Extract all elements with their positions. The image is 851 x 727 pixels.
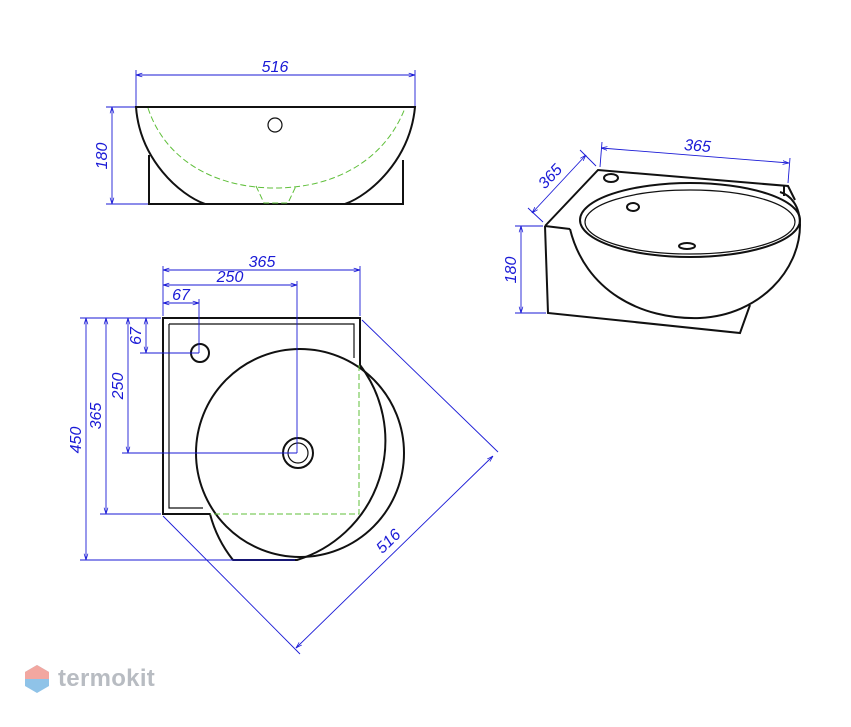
isometric-view: 365 365 180 <box>503 137 802 335</box>
dim-plan-depth: 450 <box>68 427 85 454</box>
front-view: 516 180 <box>94 59 417 205</box>
plan-inner-rim <box>168 323 355 509</box>
dim-plan-side-y: 365 <box>88 403 105 430</box>
dim-plan-diagonal: 516 <box>373 526 404 557</box>
dim-plan-width: 365 <box>249 254 276 271</box>
dim-front-width: 516 <box>262 59 289 76</box>
iso-bowl-outer <box>569 191 802 320</box>
plan-view: 365 250 67 67 250 365 450 516 <box>68 254 499 655</box>
dim-front-height: 180 <box>94 143 111 170</box>
iso-drain <box>678 242 696 250</box>
dim-iso-side-a-line <box>532 155 586 213</box>
front-drain-hidden <box>255 185 297 204</box>
iso-tap-hole <box>626 202 640 212</box>
front-tap-hole <box>267 117 283 133</box>
dim-ext-line <box>527 207 544 223</box>
dim-iso-side-b-line <box>601 148 789 163</box>
dim-ext-line <box>162 515 301 655</box>
dim-iso-side-a: 365 <box>535 161 566 192</box>
dim-plan-drain-x: 250 <box>216 269 244 286</box>
front-outline <box>134 106 417 205</box>
dim-plan-drain-y: 250 <box>110 373 127 401</box>
iso-corner-hole <box>603 173 619 183</box>
front-pedestal <box>148 155 404 205</box>
iso-basin-inner <box>584 189 796 255</box>
dim-plan-tap-x: 67 <box>172 287 191 304</box>
brand-logo: termokit <box>24 664 155 694</box>
dim-iso-side-b: 365 <box>683 137 711 156</box>
dim-iso-height: 180 <box>503 257 520 284</box>
brand-name: termokit <box>58 665 156 692</box>
dim-plan-diagonal-line <box>296 456 493 648</box>
iso-front-rim <box>544 225 571 230</box>
hexagon-logo-icon <box>25 665 49 693</box>
dim-ext-line <box>787 157 791 184</box>
iso-left-side <box>544 225 751 335</box>
plan-hidden-outline <box>210 365 360 515</box>
front-inner-bowl <box>147 107 406 189</box>
dim-ext-line <box>579 149 597 167</box>
iso-basin-rim <box>579 182 801 258</box>
dim-ext-line <box>599 141 603 168</box>
dim-ext-line <box>361 319 499 453</box>
dim-plan-tap-y: 67 <box>128 326 145 345</box>
